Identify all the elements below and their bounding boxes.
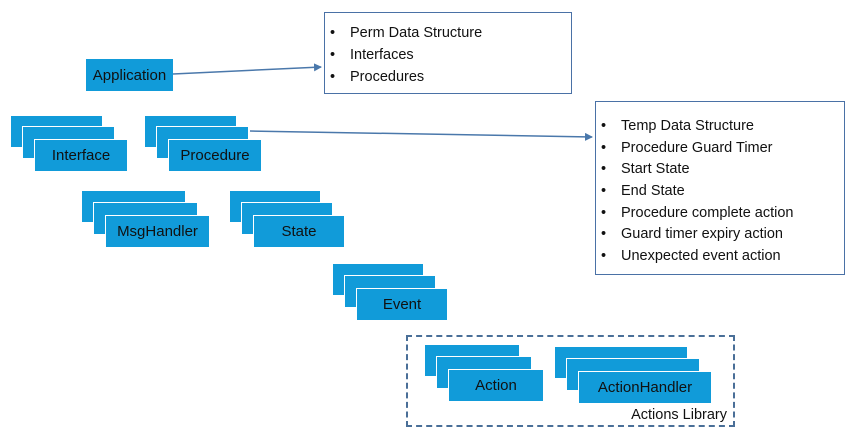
procedure-detail-item: Procedure Guard Timer [596,138,844,160]
procedure-detail-item: Start State [596,159,844,181]
application-details-box: Perm Data Structure Interfaces Procedure… [324,12,572,94]
application-label: Application [92,66,167,84]
stack-card-front: MsgHandler [105,215,209,247]
action-label: Action [475,377,517,394]
actionhandler-label: ActionHandler [597,379,693,396]
procedure-detail-item: Procedure complete action [596,203,844,225]
actions-library-container: Actions Library [406,335,735,427]
procedure-stack: Procedure [144,115,261,171]
procedure-detail-item: End State [596,181,844,203]
procedure-detail-item: Unexpected event action [596,246,844,268]
actionhandler-stack: ActionHandler [554,346,711,403]
stack-card-front: Procedure [168,139,261,171]
stack-card-front: State [253,215,344,247]
app-detail-item: Interfaces [325,44,571,66]
stack-card-front: Interface [34,139,127,171]
state-stack: State [229,190,344,247]
app-detail-item: Perm Data Structure [325,22,571,44]
app-detail-item: Procedures [325,66,571,88]
procedure-label: Procedure [180,147,250,164]
procedure-detail-item: Guard timer expiry action [596,224,844,246]
event-stack: Event [332,263,447,320]
action-stack: Action [424,344,543,401]
procedure-details-box: Temp Data Structure Procedure Guard Time… [595,101,845,275]
procedure-detail-item: Temp Data Structure [596,116,844,138]
application-arrow [172,63,322,75]
stack-card-front: ActionHandler [578,371,711,403]
event-label: Event [382,296,422,313]
actions-library-label: Actions Library [631,407,727,423]
msghandler-stack: MsgHandler [81,190,209,247]
stack-card-front: Action [448,369,543,401]
interface-label: Interface [51,147,111,164]
stack-card-front: Event [356,288,447,320]
interface-stack: Interface [10,115,127,171]
msghandler-label: MsgHandler [117,223,198,240]
state-label: State [281,223,317,240]
application-box: Application [86,59,173,91]
procedure-arrow [249,130,593,141]
